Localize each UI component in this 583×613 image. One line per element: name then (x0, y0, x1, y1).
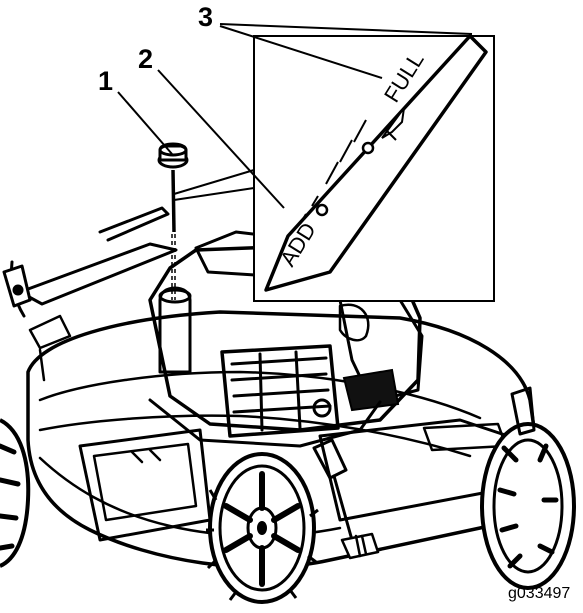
rear-wheel-right (480, 386, 576, 590)
callout-1: 1 (98, 66, 113, 96)
mower-engine (148, 230, 424, 448)
front-wheel (206, 452, 319, 604)
dipstick-detail-inset: ADD FULL (173, 34, 495, 302)
lawn-mower (0, 206, 576, 604)
add-hole-icon (315, 203, 329, 217)
callout-3: 3 (198, 2, 213, 32)
leader-line-3b (219, 25, 383, 79)
dipstick-cap (157, 142, 189, 169)
leader-line-2 (157, 69, 285, 209)
leader-line-1 (117, 91, 173, 155)
callout-2: 2 (138, 44, 153, 74)
height-adjust-lever (312, 438, 354, 542)
rear-wheel-left (0, 418, 31, 568)
full-hole-icon (361, 141, 375, 155)
deck-details (28, 314, 380, 560)
figure-id: g033497 (508, 585, 570, 602)
mower-handle (2, 206, 178, 318)
leader-line-3a (219, 23, 473, 35)
callouts: 1 2 3 (98, 2, 473, 209)
